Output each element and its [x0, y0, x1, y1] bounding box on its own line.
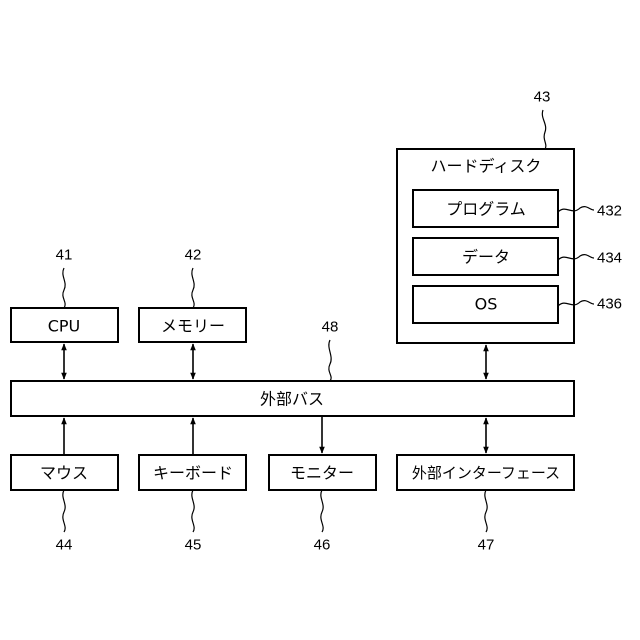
- mouse-ref: 44: [56, 537, 73, 554]
- os-label: OS: [475, 295, 498, 314]
- keyboard-label: キーボード: [153, 464, 233, 483]
- memory-leader-line: [192, 268, 194, 308]
- hard-disk-leader-line: [542, 110, 546, 149]
- external-interface-label: 外部インターフェース: [412, 464, 560, 482]
- memory-ref: 42: [185, 247, 202, 264]
- memory-label: メモリー: [161, 317, 225, 336]
- data-label: データ: [462, 248, 510, 267]
- os-ref: 436: [597, 296, 622, 313]
- hard-disk-label: ハードディスク: [431, 157, 542, 176]
- cpu-label: CPU: [48, 317, 81, 336]
- external-bus-label: 外部バス: [260, 390, 324, 409]
- data-ref: 434: [597, 250, 622, 267]
- program-label: プログラム: [446, 200, 526, 219]
- external-bus-leader-line: [329, 340, 331, 381]
- external-interface-ref: 47: [478, 537, 495, 554]
- monitor-label: モニター: [290, 464, 354, 483]
- cpu-leader-line: [63, 268, 65, 308]
- program-ref: 432: [597, 203, 622, 220]
- cpu-ref: 41: [56, 247, 73, 264]
- mouse-leader-line: [63, 490, 65, 532]
- hard-disk-ref: 43: [534, 89, 551, 106]
- keyboard-ref: 45: [185, 537, 202, 554]
- hard-disk-block: ハードディスク プログラム データ OS: [397, 149, 574, 343]
- keyboard-leader-line: [192, 490, 194, 532]
- mouse-label: マウス: [40, 464, 88, 483]
- external-interface-leader-line: [485, 490, 487, 532]
- external-bus-ref: 48: [322, 319, 339, 336]
- monitor-leader-line: [321, 490, 323, 532]
- monitor-ref: 46: [314, 537, 331, 554]
